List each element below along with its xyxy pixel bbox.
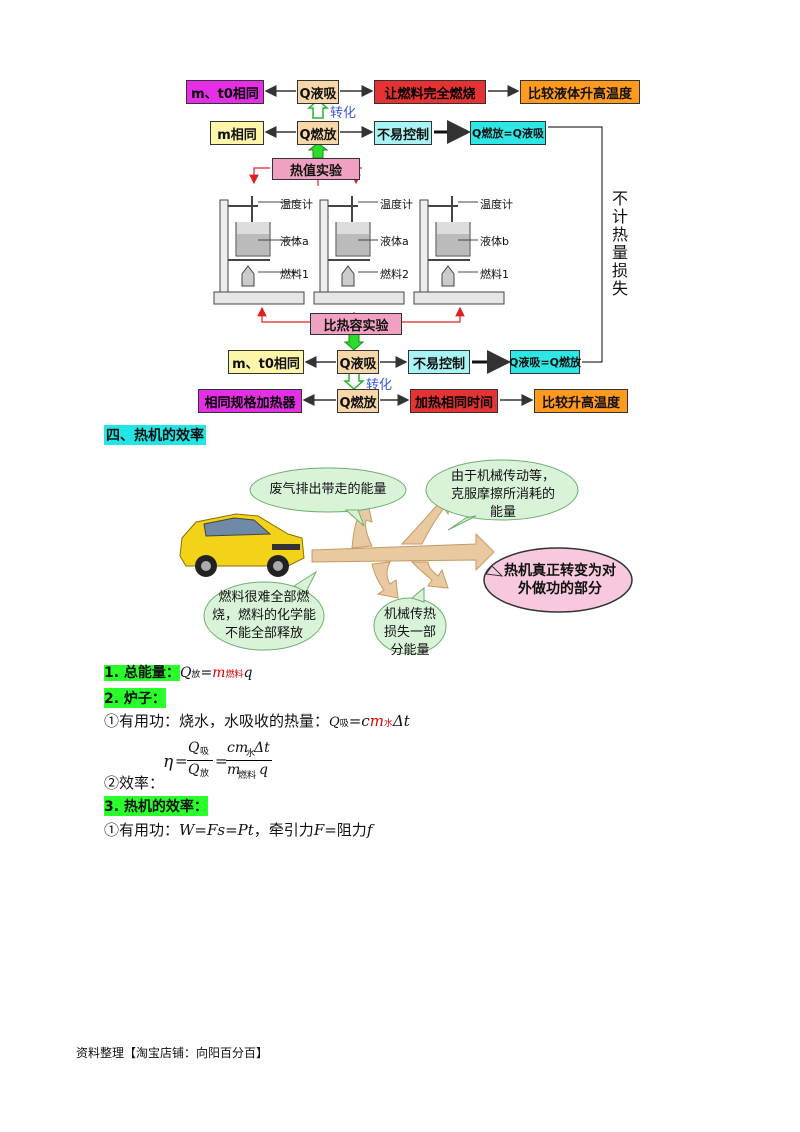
label-fuel-1: 燃料1 [280,268,309,281]
label-fuel-2: 燃料2 [380,268,409,281]
apparatus-1 [213,196,305,305]
den-sub-fang: 放 [200,769,210,779]
specific-heat-experiment-label: 比热容实验 [310,313,402,335]
box-m-t0-same: m、t0相同 [186,80,264,104]
bubble-fuel-incomplete: 燃料很难全部燃烧，燃料的化学能不能全部释放 [212,590,317,641]
green-arrow-down [343,333,365,351]
item-3-useful: ①有用功：W=Fs=Pt，牵引力F=阻力f [104,819,372,840]
green-arrow-up [307,142,329,159]
sub-fuel: 燃料 [225,670,244,680]
bubble-heat-loss: 机械传热损失一部分能量 [383,607,436,658]
convert-arrow-down [343,372,365,391]
box-q-fuel-release: Q燃放 [297,121,339,145]
item-2-label: 2. 炉子： [104,688,166,708]
box-hard-control: 不易控制 [374,121,432,145]
box-eq-release-absorb: Q燃放=Q液吸 [470,121,546,145]
symbol-q: q [243,665,253,681]
den-sub-fuel: 燃料 [238,771,257,781]
symbol-dt: Δt [392,712,410,730]
item-2-useful: ①有用功：烧水，水吸收的热量：Q吸=cm水Δt [104,710,410,731]
num-dt: Δt [254,740,270,756]
item-3-mid: ，牵引力 [253,821,314,839]
no-heat-loss-label: 不计热量损失 [609,190,628,298]
apparatus-2 [313,196,405,305]
item-2-eff-label: ②效率： [104,774,165,792]
box-burn-fully: 让燃料完全燃烧 [374,80,486,104]
bubble-useful-work: 热机真正转变为对外做功的部分 [504,563,616,597]
item-3-label: 3. 热机的效率： [104,796,208,816]
box-eq-absorb-release: Q液吸=Q燃放 [509,350,581,374]
apparatus-3 [413,196,505,305]
red-arrow [257,306,318,323]
red-arrow [400,306,465,323]
car-icon [179,513,305,577]
box-same-heater: 相同规格加热器 [198,389,302,413]
symbol-m: m [212,665,226,681]
item-1: 1. 总能量：Q放=m燃料q [104,662,252,682]
experiment-diagram [213,85,603,406]
sub-xi: 吸 [339,719,349,729]
box-m-t0-same-2: m、t0相同 [228,350,304,374]
item-2-useful-text: ①有用功：烧水，水吸收的热量： [104,712,330,730]
convert-arrow-up [307,98,329,119]
symbol-m: m [369,712,384,730]
den-m: m [227,762,241,778]
box-q-liquid-absorb-2: Q液吸 [337,350,379,374]
num-sub-xi: 吸 [200,747,210,757]
footer-credit: 资料整理【淘宝店铺：向阳百分百】 [76,1046,269,1060]
convert-label-top: 转化 [330,106,357,121]
section-4-title: 四、热机的效率 [104,425,206,445]
bubble-friction: 由于机械传动等，克服摩擦所消耗的能量 [450,469,555,520]
num-Q: Q [188,740,200,756]
box-compare-temp-rise: 比较升高温度 [534,389,628,413]
box-q-liquid-absorb: Q液吸 [297,80,339,104]
box-same-heating-time: 加热相同时间 [410,389,498,413]
sub-water: 水 [383,719,393,729]
label-liquid-1: 液体a [280,235,309,248]
den-Q: Q [188,762,200,778]
sub-fang: 放 [191,670,201,680]
label-liquid-2: 液体a [380,235,409,248]
label-thermometer-1: 温度计 [280,198,313,211]
label-liquid-3: 液体b [480,235,509,248]
box-hard-control-2: 不易控制 [408,350,470,374]
eq-sign: = [175,752,188,770]
box-compare-liquid-temp: 比较液体升高温度 [520,80,640,104]
den-q: q [259,762,268,778]
eq-sign: = [348,712,362,730]
eq-sign: = [200,665,213,681]
symbol-Q: Q [329,715,340,730]
symbol-F: F [313,821,325,839]
box-m-same: m相同 [210,121,264,145]
label-thermometer-3: 温度计 [480,198,513,211]
num-cm: cm [227,740,249,756]
symbol-Q: Q [179,665,192,681]
connector-line [548,126,603,363]
symbol-eta: η [163,752,174,772]
efficiency-formula: η = Q 吸 Q 放 = cm 水 Δt m 燃料 q [163,740,273,786]
label-fuel-3: 燃料1 [480,268,509,281]
red-arrow [249,167,270,185]
symbol-c: c [361,712,370,730]
heat-value-experiment-label: 热值实验 [272,158,360,180]
symbol-f: f [366,821,373,839]
item-3-eq: =阻力 [324,821,367,839]
eq-sign-2: = [215,752,228,770]
label-thermometer-2: 温度计 [380,198,413,211]
item-1-label: 1. 总能量： [104,665,180,681]
item-3-pre: ①有用功： [104,821,180,839]
bubble-exhaust: 废气排出带走的能量 [269,482,387,497]
box-q-fuel-release-2: Q燃放 [337,389,379,413]
work-formula: W=Fs=Pt [179,821,254,839]
heat-engine-energy-diagram [176,458,636,654]
num-sub-water: 水 [246,749,256,759]
